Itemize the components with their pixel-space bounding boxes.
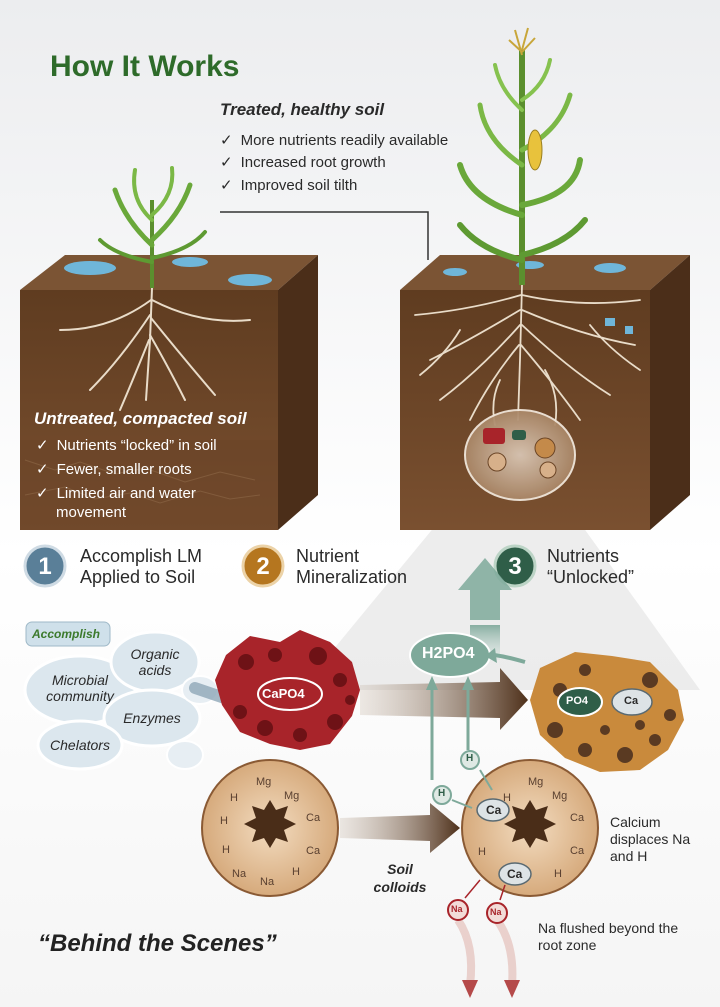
accomplish-logo: Accomplish: [32, 627, 101, 641]
step-circles: [23, 544, 537, 588]
treated-item: ✓Improved soil tilth: [220, 177, 358, 194]
ion-label: Mg: [284, 790, 300, 802]
h-ion-label: H: [466, 753, 474, 764]
tall-corn-plant: [457, 27, 588, 285]
ion-label: H: [220, 815, 228, 827]
ion-label: Ca: [306, 845, 321, 857]
capo4-label: CaPO4: [262, 686, 305, 701]
step-3-number: 3: [508, 553, 522, 580]
h2po4-group: [409, 558, 526, 780]
h-ion-label: H: [438, 788, 446, 799]
po4-label: PO4: [566, 695, 589, 707]
bubble-chelators: Chelators: [50, 737, 110, 753]
ca-pill-label: Ca: [486, 803, 502, 817]
ion-label: H: [230, 792, 238, 804]
bubble-microbial-community: Microbial community: [46, 672, 114, 704]
step-2-label: Nutrient Mineralization: [296, 546, 408, 587]
ion-label: H: [503, 792, 511, 804]
h2po4-label: H2PO4: [422, 645, 475, 662]
ion-label: Ca: [306, 812, 321, 824]
small-corn-plant: [98, 166, 207, 288]
ion-label: Mg: [552, 790, 568, 802]
untreated-item: ✓Nutrients “locked” in soil: [36, 437, 217, 454]
ion-label: H: [292, 866, 300, 878]
untreated-soil-block: [20, 255, 318, 530]
na-ion-label: Na: [451, 904, 463, 914]
footer-caption: “Behind the Scenes”: [38, 930, 277, 957]
check-icon: ✓: [36, 461, 49, 478]
check-icon: ✓: [220, 154, 233, 171]
mineralization-arrow: [360, 668, 528, 730]
ion-label: H: [222, 844, 230, 856]
ion-label: Ca: [570, 812, 585, 824]
left-soil-colloid: [201, 759, 339, 897]
ca-pill-label: Ca: [507, 867, 523, 881]
ion-label: Na: [260, 876, 275, 888]
ion-label: Na: [232, 868, 247, 880]
right-soil-colloid: [432, 750, 599, 897]
step-2-number: 2: [256, 553, 270, 580]
unlocked-soil-clump: [530, 652, 684, 772]
ion-label: H: [478, 846, 486, 858]
capo4-soil-clump: [215, 630, 360, 750]
step-1-label: Accomplish LM Applied to Soil: [80, 546, 203, 587]
step-1-number: 1: [38, 553, 52, 580]
ion-label: H: [554, 868, 562, 880]
untreated-item: ✓Limited air and water movement: [36, 485, 196, 521]
na-note: Na flushed beyond the root zone: [538, 920, 679, 953]
treated-item: ✓More nutrients readily available: [220, 132, 449, 149]
treated-heading: Treated, healthy soil: [220, 100, 385, 119]
calcium-note: Calcium displaces Na and H: [610, 814, 691, 864]
bubble-organic-acids: Organic acids: [130, 646, 180, 678]
ion-label: Mg: [256, 776, 272, 788]
bubble-enzymes: Enzymes: [123, 710, 181, 726]
check-icon: ✓: [220, 132, 233, 149]
check-icon: ✓: [36, 437, 49, 454]
colloid-arrow: [340, 803, 460, 853]
na-flush: [447, 879, 520, 998]
ca-label: Ca: [624, 695, 639, 707]
na-ion-label: Na: [490, 907, 502, 917]
page-title: How It Works: [50, 50, 240, 83]
ion-label: Mg: [528, 776, 544, 788]
check-icon: ✓: [36, 485, 49, 502]
soil-colloids-label: Soil colloids: [373, 861, 427, 895]
treated-item: ✓Increased root growth: [220, 154, 386, 171]
treated-connector: [220, 211, 429, 260]
check-icon: ✓: [220, 177, 233, 194]
ion-label: Ca: [570, 845, 585, 857]
untreated-heading: Untreated, compacted soil: [34, 409, 247, 428]
treated-soil-block: [400, 255, 690, 530]
untreated-item: ✓Fewer, smaller roots: [36, 461, 192, 478]
step-3-label: Nutrients “Unlocked”: [547, 546, 635, 587]
